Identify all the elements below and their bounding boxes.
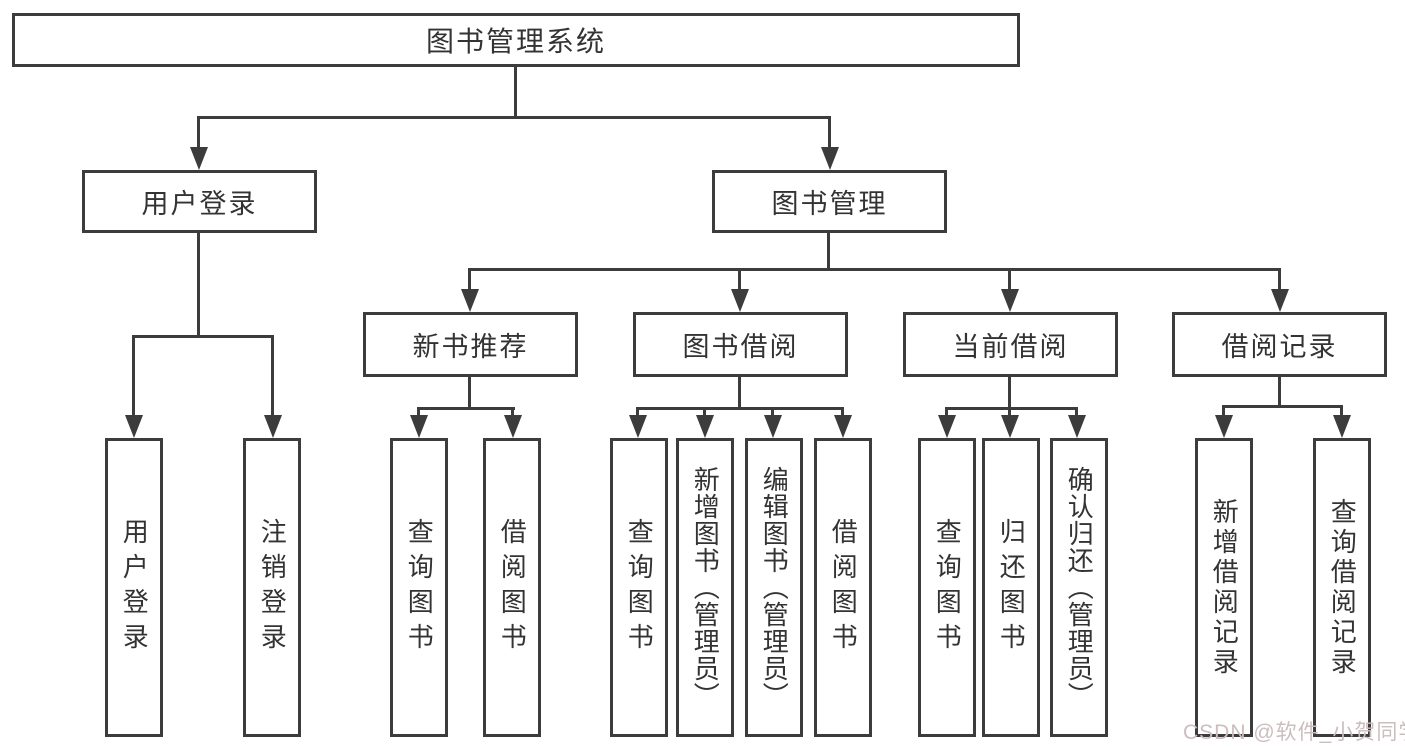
connector-line: [1340, 405, 1343, 423]
node-book-borrowing: 图书借阅: [633, 312, 848, 377]
leaf-query-books-current-label: 查询图书: [932, 517, 963, 658]
connector-line: [636, 407, 844, 410]
leaf-user-login-label: 用户登录: [119, 517, 150, 658]
connector-line: [1222, 405, 1225, 423]
connector-line: [738, 268, 741, 297]
connector-arrow: [938, 415, 956, 438]
node-book-borrowing-label: 图书借阅: [682, 332, 799, 362]
connector-line: [132, 335, 135, 423]
leaf-logout-label: 注销登录: [257, 517, 288, 658]
connector-arrow: [264, 415, 282, 438]
connector-line: [468, 268, 1281, 271]
connector-arrow: [696, 415, 714, 438]
node-borrowing-records: 借阅记录: [1172, 312, 1387, 377]
connector-arrow: [1001, 415, 1019, 438]
leaf-add-borrow-record-label: 新增借阅记录: [1209, 497, 1240, 678]
leaf-query-borrow-record-label: 查询借阅记录: [1327, 497, 1358, 678]
connector-line: [197, 233, 200, 335]
leaf-query-books-recommend-label: 查询图书: [404, 517, 435, 658]
connector-line: [1278, 377, 1281, 407]
leaf-return-books: 归还图书: [982, 438, 1040, 737]
leaf-borrow-books: 借阅图书: [814, 438, 872, 737]
connector-arrow: [834, 415, 852, 438]
leaf-borrow-books-label: 借阅图书: [828, 517, 859, 658]
leaf-edit-book-admin-label: 编辑图书（管理员）: [759, 466, 790, 709]
leaf-borrow-books-recommend-label: 借阅图书: [497, 517, 528, 658]
connector-line: [197, 116, 200, 156]
connector-line: [827, 233, 830, 268]
node-library-system-label: 图书管理系统: [425, 26, 606, 57]
leaf-query-books-current: 查询图书: [918, 438, 976, 737]
connector-line: [132, 335, 274, 338]
leaf-confirm-return-admin-label: 确认归还（管理员）: [1064, 466, 1095, 709]
leaf-query-borrow-record: 查询借阅记录: [1313, 438, 1371, 737]
node-library-system: 图书管理系统: [12, 13, 1020, 67]
leaf-query-books-borrowing-label: 查询图书: [624, 517, 655, 658]
connector-line: [271, 335, 274, 423]
csdn-watermark: CSDN @软件_小贺同学: [1183, 721, 1405, 744]
node-book-management-label: 图书管理: [771, 189, 888, 219]
node-user-login-label: 用户登录: [141, 189, 258, 219]
connector-line: [828, 116, 831, 156]
node-user-login: 用户登录: [82, 170, 317, 233]
connector-arrow: [1215, 415, 1233, 438]
leaf-query-books-recommend: 查询图书: [390, 438, 448, 737]
node-new-book-recommend-label: 新书推荐: [412, 332, 529, 362]
connector-arrow: [190, 147, 208, 170]
connector-line: [738, 377, 741, 407]
connector-arrow: [1001, 289, 1019, 312]
connector-line: [1008, 377, 1011, 407]
connector-arrow: [410, 415, 428, 438]
leaf-query-books-borrowing: 查询图书: [610, 438, 668, 737]
connector-arrow: [461, 289, 479, 312]
connector-line: [514, 67, 517, 116]
connector-arrow: [504, 415, 522, 438]
connector-line: [1278, 268, 1281, 297]
connector-arrow: [1271, 289, 1289, 312]
leaf-add-book-admin: 新增图书（管理员）: [676, 438, 734, 737]
leaf-edit-book-admin: 编辑图书（管理员）: [745, 438, 803, 737]
leaf-logout: 注销登录: [243, 438, 301, 737]
connector-line: [1008, 268, 1011, 297]
connector-arrow: [731, 289, 749, 312]
connector-line: [468, 377, 471, 407]
leaf-add-borrow-record: 新增借阅记录: [1195, 438, 1253, 737]
connector-arrow: [764, 415, 782, 438]
connector-arrow: [1333, 415, 1351, 438]
connector-arrow: [821, 147, 839, 170]
node-borrowing-records-label: 借阅记录: [1221, 332, 1338, 362]
node-current-borrowing: 当前借阅: [903, 312, 1118, 377]
connector-line: [197, 116, 831, 119]
connector-arrow: [125, 415, 143, 438]
connector-line: [1222, 405, 1343, 408]
connector-arrow: [629, 415, 647, 438]
leaf-user-login: 用户登录: [105, 438, 163, 737]
connector-line: [468, 268, 471, 297]
leaf-borrow-books-recommend: 借阅图书: [483, 438, 541, 737]
node-current-borrowing-label: 当前借阅: [952, 332, 1069, 362]
leaf-confirm-return-admin: 确认归还（管理员）: [1050, 438, 1108, 737]
connector-line: [417, 407, 515, 410]
connector-arrow: [1068, 415, 1086, 438]
leaf-add-book-admin-label: 新增图书（管理员）: [690, 466, 721, 709]
connector-line: [945, 407, 1078, 410]
leaf-return-books-label: 归还图书: [996, 517, 1027, 658]
node-new-book-recommend: 新书推荐: [363, 312, 578, 377]
node-book-management: 图书管理: [712, 170, 947, 233]
